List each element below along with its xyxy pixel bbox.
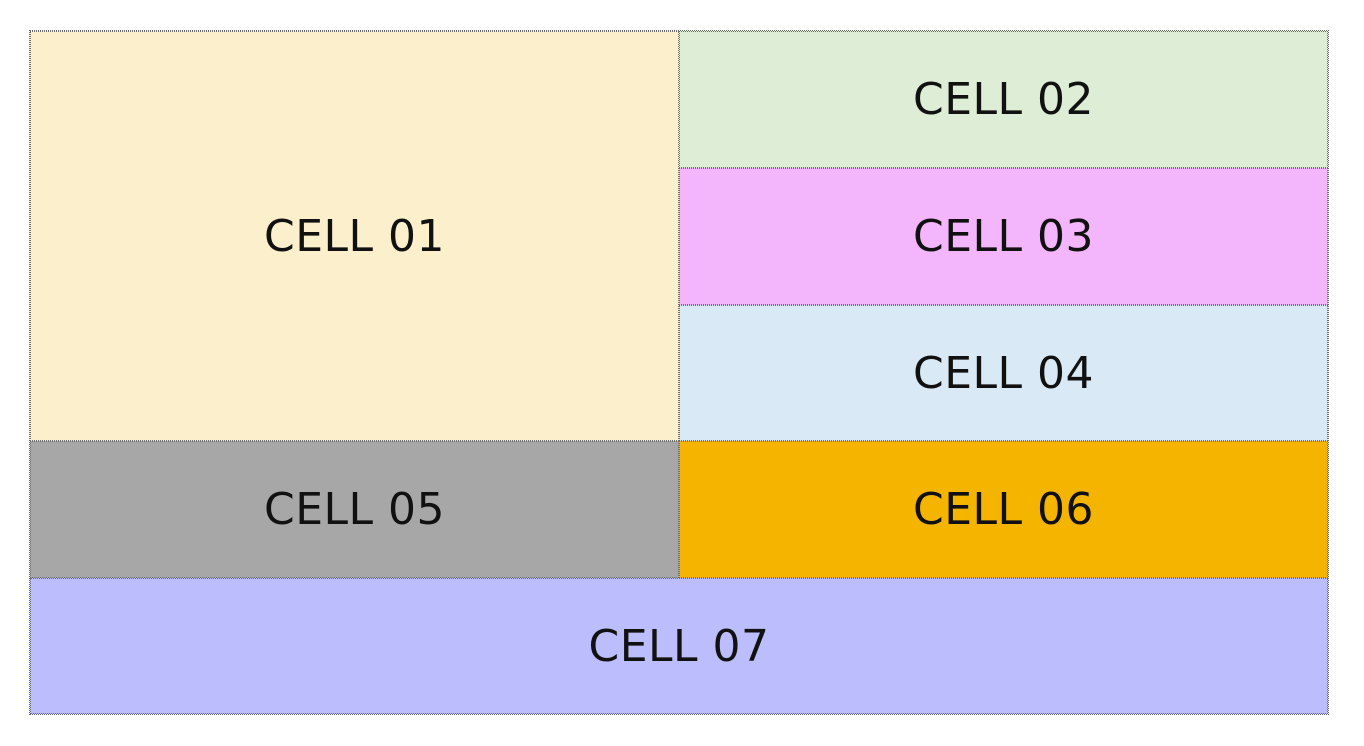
cell-02: CELL 02 xyxy=(679,31,1328,168)
cell-07-label: CELL 07 xyxy=(588,620,770,672)
cell-06-label: CELL 06 xyxy=(912,484,1095,535)
cell-02-label: CELL 02 xyxy=(912,74,1095,125)
cell-01: CELL 01 xyxy=(30,31,679,441)
cell-04: CELL 04 xyxy=(679,305,1328,441)
cell-05-label: CELL 05 xyxy=(263,484,446,535)
cell-07: CELL 07 xyxy=(30,578,1328,714)
cell-06: CELL 06 xyxy=(679,441,1328,578)
cell-03: CELL 03 xyxy=(679,168,1328,305)
cell-01-label: CELL 01 xyxy=(263,210,446,262)
cell-03-label: CELL 03 xyxy=(912,211,1095,262)
cell-05: CELL 05 xyxy=(30,441,679,578)
cell-04-label: CELL 04 xyxy=(912,347,1095,399)
cell-layout-grid: CELL 01 CELL 02 CELL 03 CELL 04 CELL 05 … xyxy=(29,30,1329,715)
